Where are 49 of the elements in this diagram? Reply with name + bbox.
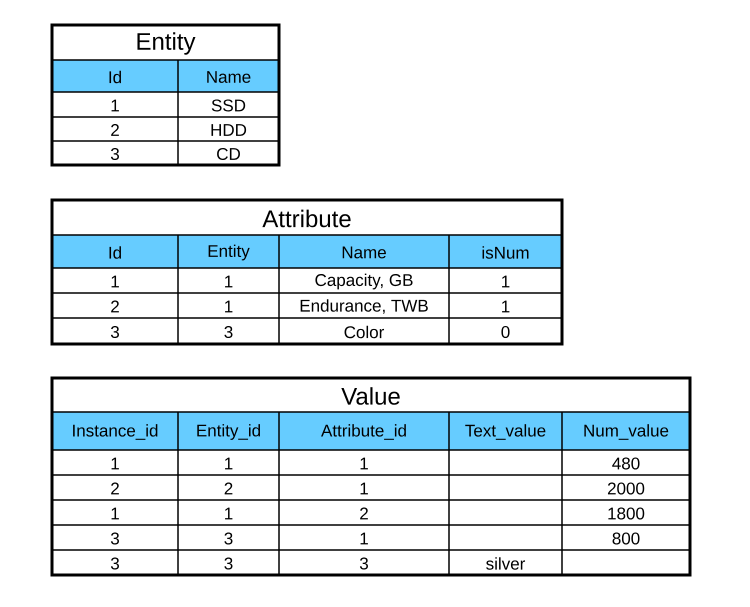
cell-value: 800 (612, 532, 640, 545)
cell-value: 1 (225, 458, 232, 470)
column-header: Name (342, 246, 386, 258)
cell-value: 2 (111, 300, 119, 312)
cell-value: 1 (112, 508, 119, 520)
cell-value: 3 (110, 148, 119, 160)
cell-value: HDD (211, 124, 246, 136)
cell-value: Endurance, TWB (300, 299, 428, 314)
cell-value: 3 (224, 532, 232, 545)
cell-value: 1 (502, 300, 510, 312)
cell-value: 0 (501, 326, 510, 338)
cell-value: 3 (360, 557, 368, 570)
cell-value: 3 (110, 326, 119, 338)
column-header: Instance_id (73, 424, 158, 440)
cell-value: SSD (212, 99, 246, 112)
cell-value: 3 (224, 557, 232, 570)
cell-value: 1 (225, 300, 232, 312)
cell-value: 480 (612, 457, 640, 470)
column-header: Entity (208, 244, 250, 260)
cell-value: 1 (360, 458, 368, 470)
cell-value: 1 (112, 100, 119, 112)
cell-value: 1 (225, 276, 232, 288)
cell-value: 1 (112, 458, 119, 470)
cell-value: Color (344, 326, 384, 338)
column-header: Entity_id (197, 424, 260, 440)
column-header: Attribute_id (321, 424, 406, 440)
cell-value: 2 (111, 124, 119, 136)
cell-value: 1 (112, 276, 119, 288)
column-header: Num_value (584, 424, 668, 440)
cell-value: 2 (360, 508, 368, 520)
column-header: isNum (482, 246, 528, 259)
column-header: Id (109, 70, 121, 84)
cell-value: 1 (502, 276, 510, 288)
cell-value: 3 (224, 326, 232, 338)
cell-value: 2000 (608, 482, 644, 495)
cell-value: 3 (110, 557, 119, 570)
cell-value: 1800 (608, 507, 644, 520)
cell-value: CD (217, 148, 240, 160)
cell-value: 1 (225, 508, 232, 520)
column-header: Text_value (465, 424, 546, 440)
column-header: Id (109, 246, 121, 259)
cell-value: 2 (111, 482, 119, 494)
cell-value: 1 (360, 532, 368, 544)
column-header: Name (207, 71, 250, 83)
cell-value: 3 (110, 532, 119, 545)
cell-value: silver (486, 557, 526, 570)
cell-value: Capacity, GB (315, 274, 413, 290)
cell-value: 1 (360, 482, 368, 494)
cell-value: 2 (224, 482, 232, 494)
